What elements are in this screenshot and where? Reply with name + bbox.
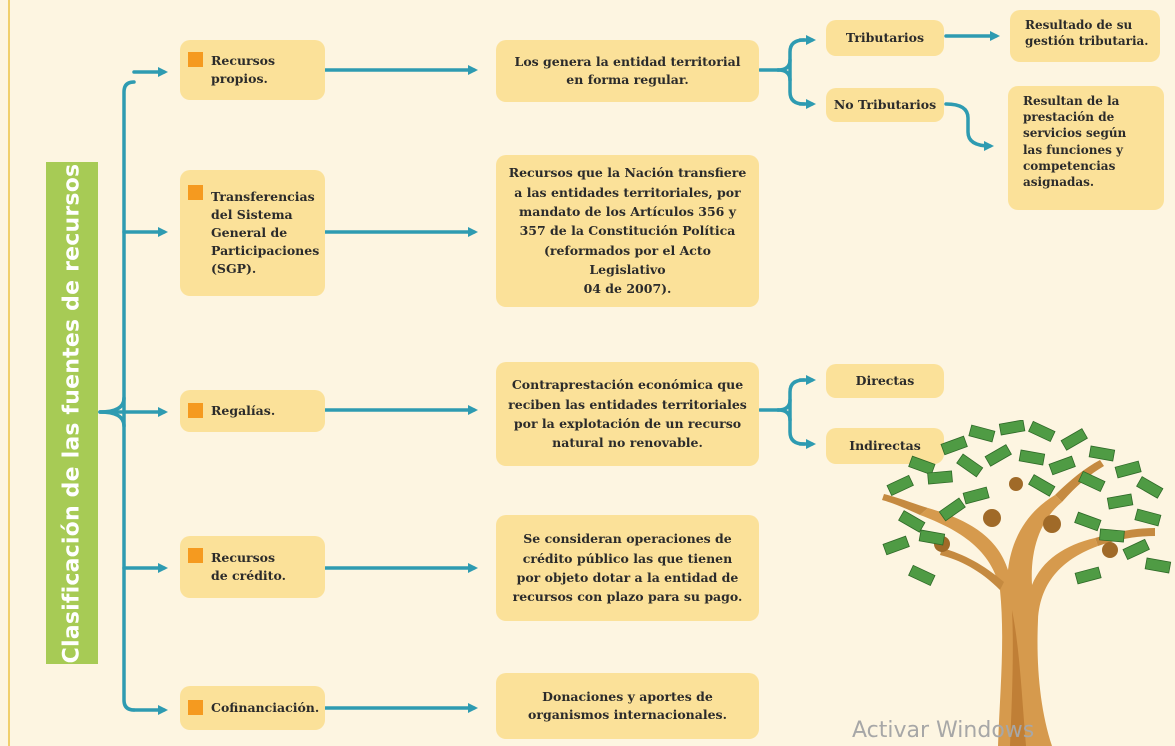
category-label: Recursos de crédito. (211, 549, 286, 583)
description-cofinanciacion: Donaciones y aportes de organismos inter… (496, 673, 759, 739)
category-label: Recursos propios. (211, 52, 276, 86)
description-regalias: Contraprestación económica que reciben l… (496, 362, 759, 466)
category-recursos-propios: Recursos propios. (180, 40, 325, 100)
description-transferencias-sgp: Recursos que la Nación transfiere a las … (496, 155, 759, 307)
bullet-square-icon (188, 185, 203, 200)
note-no-tributarios: Resultan de la prestación de servicios s… (1008, 86, 1164, 210)
description-recursos-credito: Se consideran operaciones de crédito púb… (496, 515, 759, 621)
category-regalias: Regalías. (180, 390, 325, 432)
description-text: Donaciones y aportes de organismos inter… (528, 688, 727, 722)
note-text: Resultado de su gestión tributaria. (1025, 18, 1149, 49)
bullet-square-icon (188, 548, 203, 563)
activation-watermark: Activar Windows (852, 718, 1035, 743)
subtype-directas: Directas (826, 364, 944, 398)
subtype-label: Indirectas (849, 437, 921, 453)
subtype-indirectas: Indirectas (826, 428, 944, 464)
category-recursos-credito: Recursos de crédito. (180, 536, 325, 598)
description-text: Contraprestación económica que reciben l… (508, 377, 747, 451)
diagram-title: Clasificación de las fuentes de recursos (59, 163, 85, 663)
subtype-label: Tributarios (845, 29, 925, 45)
subtype-tributarios: Tributarios (826, 20, 944, 56)
note-text: Resultan de la prestación de servicios s… (1023, 94, 1127, 189)
category-label: Regalías. (211, 402, 276, 418)
description-text: Recursos que la Nación transfiere a las … (508, 165, 747, 297)
bullet-square-icon (188, 403, 203, 418)
category-label: Cofinanciación. (211, 699, 320, 715)
left-edge-line (8, 0, 10, 746)
category-cofinanciacion: Cofinanciación. (180, 686, 325, 730)
diagram-title-bar: Clasificación de las fuentes de recursos (46, 162, 98, 664)
category-transferencias-sgp: Transferencias del Sistema General de Pa… (180, 170, 325, 296)
note-tributarios: Resultado de su gestión tributaria. (1010, 10, 1160, 62)
category-label: Transferencias del Sistema General de Pa… (211, 188, 320, 277)
money-tree-illustration (882, 420, 1172, 746)
subtype-label: Directas (855, 372, 915, 388)
bullet-square-icon (188, 52, 203, 67)
subtype-label: No Tributarios (833, 96, 937, 112)
subtype-no-tributarios: No Tributarios (826, 88, 944, 122)
description-text: Se consideran operaciones de crédito púb… (512, 531, 743, 605)
description-text: Los genera la entidad territorial en for… (514, 53, 741, 87)
description-recursos-propios: Los genera la entidad territorial en for… (496, 40, 759, 102)
bullet-square-icon (188, 700, 203, 715)
